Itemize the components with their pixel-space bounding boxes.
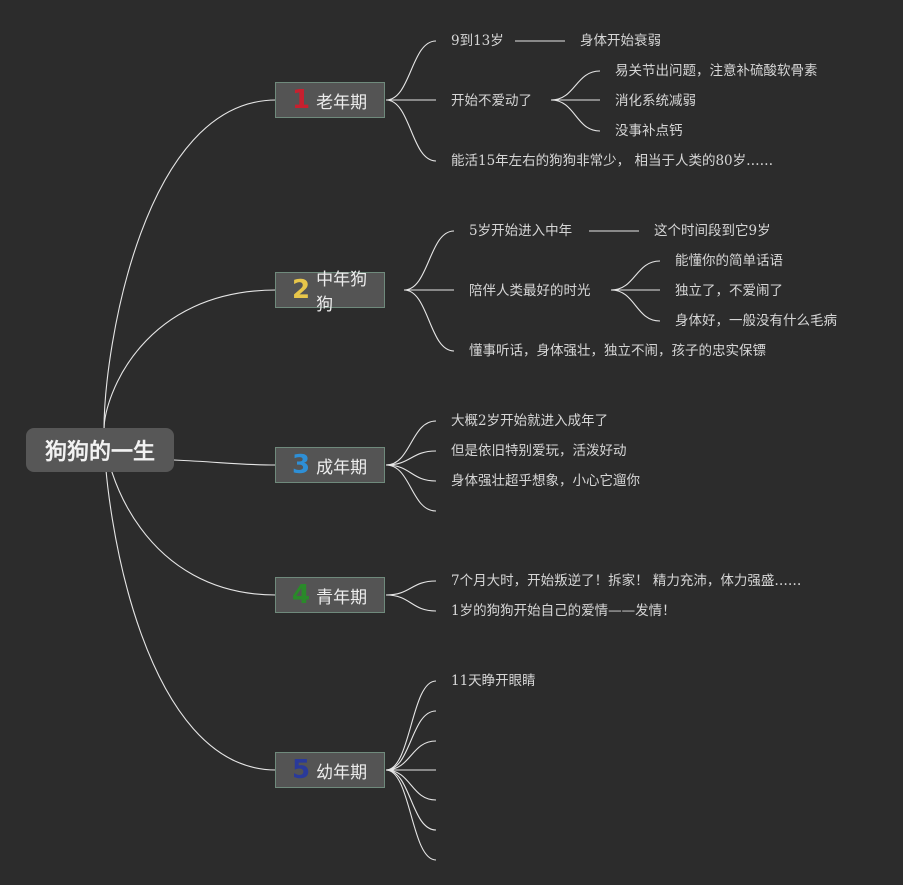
branch1-sub-connector — [550, 70, 601, 101]
leaf-topic[interactable]: 陪伴人类最好的时光 — [469, 283, 591, 299]
branch-label: 成年期 — [316, 457, 368, 478]
root-connector-2 — [103, 289, 277, 431]
branch-number: 4 — [292, 580, 311, 610]
leaf-topic[interactable]: 5岁开始进入中年 — [469, 223, 573, 239]
leaf-subtopic[interactable]: 能懂你的简单话语 — [675, 253, 783, 269]
leaf-subtopic[interactable]: 消化系统减弱 — [615, 93, 696, 109]
branch5-connector — [385, 769, 437, 831]
branch-label: 幼年期 — [316, 762, 368, 783]
branch1-sub-connector — [550, 99, 601, 132]
branch3-connector — [385, 450, 437, 466]
leaf-topic[interactable]: 9到13岁 — [451, 33, 504, 49]
leaf-subtopic[interactable]: 没事补点钙 — [615, 123, 683, 139]
leaf-topic[interactable]: 能活15年左右的狗狗非常少， 相当于人类的80岁…… — [451, 153, 774, 169]
leaf-topic[interactable]: 1岁的狗狗开始自己的爱情——发情！ — [451, 603, 676, 619]
branch4-connector — [385, 580, 437, 596]
leaf-topic[interactable]: 11天睁开眼睛 — [451, 673, 536, 689]
branch3-connector — [385, 464, 437, 512]
leaf-subtopic[interactable]: 身体好，一般没有什么毛病 — [675, 313, 837, 329]
leaf-subtopic[interactable]: 独立了，不爱闹了 — [675, 283, 783, 299]
root-connector-1 — [103, 99, 277, 431]
branch2-sub-connector — [610, 289, 661, 322]
branch2-connector — [403, 289, 455, 352]
branch-number: 1 — [292, 85, 311, 115]
branch-label: 老年期 — [316, 92, 368, 113]
branch5-connector — [385, 680, 437, 771]
root-connector-5 — [103, 429, 277, 771]
branch3-connector — [385, 464, 437, 482]
branch-puppy[interactable]: 5 幼年期 — [275, 752, 385, 788]
branch1-connector — [385, 99, 437, 162]
branch2-connector — [403, 230, 455, 291]
branch5-connector — [385, 769, 437, 861]
branch-number: 2 — [292, 275, 311, 305]
branch5-connector — [385, 740, 437, 771]
branch3-connector — [385, 420, 437, 466]
leaf-subtopic[interactable]: 这个时间段到它9岁 — [654, 223, 771, 239]
branch5-connector — [385, 769, 437, 801]
leaf-subtopic[interactable]: 易关节出问题，注意补硫酸软骨素 — [615, 63, 818, 79]
branch1-connector — [385, 40, 437, 101]
leaf-topic[interactable]: 但是依旧特别爱玩，活泼好动 — [451, 443, 627, 459]
branch-middle-age[interactable]: 2 中年狗狗 — [275, 270, 385, 315]
leaf-topic[interactable]: 懂事听话，身体强壮，独立不闹，孩子的忠实保镖 — [469, 343, 766, 359]
branch5-connector — [385, 710, 437, 771]
branch-number: 5 — [292, 755, 311, 785]
branch-adult[interactable]: 3 成年期 — [275, 447, 385, 483]
root-title: 狗狗的一生 — [44, 440, 155, 465]
root-connector-3 — [173, 459, 277, 466]
leaf-subtopic[interactable]: 身体开始衰弱 — [580, 33, 661, 49]
branch-label: 中年狗狗 — [316, 270, 368, 315]
branch-old-age[interactable]: 1 老年期 — [275, 82, 385, 118]
branch-youth[interactable]: 4 青年期 — [275, 577, 385, 613]
leaf-topic[interactable]: 大概2岁开始就进入成年了 — [451, 413, 609, 429]
branch2-sub-connector — [610, 260, 661, 291]
branch-label: 青年期 — [316, 587, 368, 608]
leaf-topic[interactable]: 开始不爱动了 — [451, 93, 532, 109]
branch-number: 3 — [292, 450, 311, 480]
leaf-topic[interactable]: 7个月大时，开始叛逆了！拆家！ 精力充沛，体力强盛…… — [451, 573, 802, 589]
leaf-topic[interactable]: 身体强壮超乎想象，小心它遛你 — [451, 473, 640, 489]
root-node[interactable]: 狗狗的一生 — [26, 428, 174, 472]
branch4-connector — [385, 594, 437, 612]
